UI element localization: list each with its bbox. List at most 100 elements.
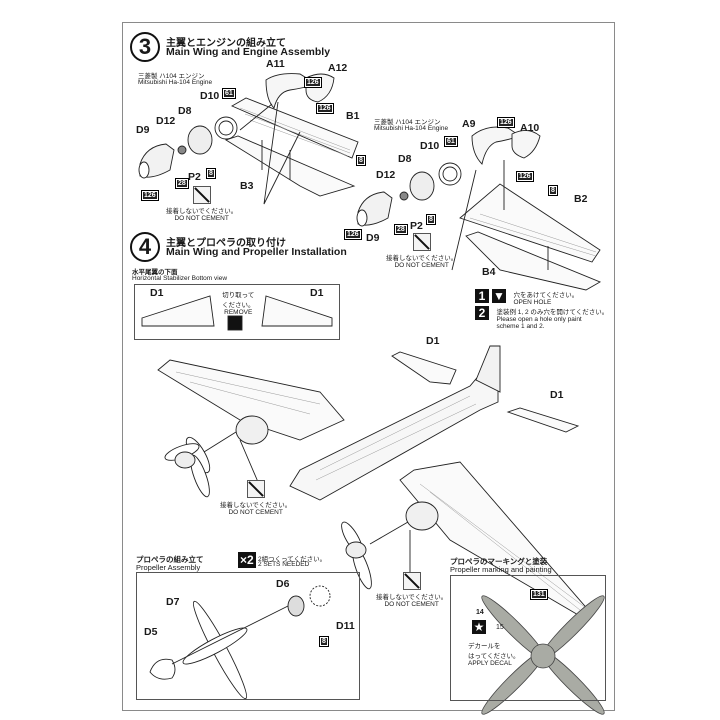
step-4-title-jp: 主翼とプロペラの取り付け (166, 238, 286, 249)
wing-b1-upper (230, 97, 359, 159)
no-cement-jp: 接着しないでください。 (166, 208, 238, 215)
nacelle-a11 (265, 73, 318, 109)
left-wing (157, 359, 345, 441)
tail-d1-upper (391, 351, 457, 385)
color-code-badge: 8 (426, 214, 436, 225)
scheme-en-1: Please open a hole only paint (496, 316, 582, 323)
part-label: D1 (426, 335, 440, 347)
scheme-en-2: scheme 1 and 2. (496, 323, 545, 330)
sets-jp: 2組つくってください。 (258, 556, 327, 563)
remove-en: REMOVE (224, 309, 253, 316)
decal-15-label: 15 (496, 624, 504, 631)
step-3-title-jp: 主翼とエンジンの組み立て (166, 38, 286, 49)
prop-marking-title-jp: プロペラのマーキングと塗装 (450, 557, 548, 566)
color-code-badge: 131 (530, 589, 548, 600)
apply-decal-note: デカールを はってください。 APPLY DECAL (468, 640, 519, 667)
color-code-badge: 61 (444, 136, 458, 147)
part-label: D12 (156, 115, 176, 127)
color-code-badge: 28 (394, 224, 408, 235)
step-3-number: 3 (130, 32, 160, 62)
part-label: D8 (398, 153, 412, 165)
no-cement-jp: 接着しないでください。 (220, 502, 292, 509)
engine-d8 (187, 125, 213, 155)
vertical-tail (475, 345, 501, 393)
engine-nacelle-right (405, 501, 439, 531)
stabilizer-left (141, 295, 215, 327)
part-label: D1 (550, 389, 564, 401)
hub-d6 (287, 595, 305, 617)
engine-d8-right (409, 171, 435, 201)
decal-jp-2: はってください。 (468, 653, 520, 660)
part-label: D9 (136, 124, 150, 136)
sets-en: 2 SETS NEEDED (258, 561, 310, 568)
propeller-left (164, 436, 211, 498)
part-label: B2 (574, 193, 588, 205)
note-number: 2 (475, 306, 489, 320)
no-cement-en: DO NOT CEMENT (228, 509, 283, 516)
decal-14-label: 14 (476, 609, 484, 616)
part-label: A12 (328, 62, 348, 74)
color-code-badge: 126 (304, 77, 322, 88)
part-label: D12 (376, 169, 396, 181)
gear-d11 (309, 585, 331, 607)
color-code-badge: 126 (316, 103, 334, 114)
color-code-badge: 8 (548, 185, 558, 196)
spinner-d5 (149, 658, 176, 680)
engine-right-label-en: Mitsubishi Ha-104 Engine (374, 125, 449, 132)
nacelle-a9 (471, 126, 522, 165)
engine-left-label-en: Mitsubishi Ha-104 Engine (138, 79, 213, 86)
open-hole-jp: 穴をあけてください。 (513, 292, 579, 299)
drill-icon: ▼ (492, 289, 506, 303)
prop-assembly-title-jp: プロペラの組み立て (136, 555, 204, 564)
no-cement-icon (246, 480, 265, 498)
part-label: D1 (310, 287, 324, 299)
note-number: 1 (475, 289, 489, 303)
engine-right-label-jp: 三菱製 ハ104 エンジン (374, 119, 441, 126)
color-code-badge: 8 (319, 636, 329, 647)
no-cement-en: DO NOT CEMENT (174, 215, 229, 222)
part-label: P2 (188, 171, 201, 183)
open-hole-en: OPEN HOLE (513, 299, 552, 306)
color-code-badge: 8 (356, 155, 366, 166)
engine-left-label-jp: 三菱製 ハ104 エンジン (138, 73, 205, 80)
color-code-badge: 61 (222, 88, 236, 99)
part-label: D7 (166, 596, 180, 608)
engine-nacelle-left (235, 415, 269, 445)
color-code-badge: 28 (175, 178, 189, 189)
color-code-badge: 126 (344, 229, 362, 240)
no-cement-note: 接着しないでください。 DO NOT CEMENT (166, 186, 237, 222)
prop-marking-box (450, 575, 606, 701)
stabilizer-right (261, 295, 333, 327)
step-4-title-en: Main Wing and Propeller Installation (166, 246, 347, 258)
color-code-badge: 126 (497, 117, 515, 128)
prop-marking-drawing (481, 595, 605, 715)
color-code-badge: 126 (141, 190, 159, 201)
decal-en: APPLY DECAL (468, 660, 512, 667)
part-label: D8 (178, 105, 192, 117)
no-cement-en: DO NOT CEMENT (394, 262, 449, 269)
color-code-badge: 126 (516, 171, 534, 182)
stabilizer-box (134, 284, 340, 340)
part-label: A9 (462, 118, 476, 130)
decal-jp-1: デカールを (468, 643, 501, 650)
no-cement-icon (402, 572, 421, 590)
nacelle-a10 (511, 130, 541, 159)
scheme-jp: 塗装例 1, 2 のみ穴を開けてください。 (496, 309, 609, 316)
stabilizer-label-jp: 水平尾翼の下面 (132, 269, 178, 276)
part-label: D5 (144, 626, 158, 638)
no-cement-note: 接着しないでください。 DO NOT CEMENT (376, 572, 447, 608)
paint-scheme-note: 2 塗装例 1, 2 のみ穴を開けてください。 Please open a ho… (475, 306, 608, 330)
color-code-badge: 8 (206, 168, 216, 179)
part-label: A11 (266, 58, 285, 70)
no-cement-jp: 接着しないでください。 (376, 594, 448, 601)
prop-assembly-box (136, 572, 360, 700)
prop-assembly-title-en: Propeller Assembly (136, 563, 201, 572)
sets-needed-badge: ×2 (238, 552, 256, 568)
step-4-number: 4 (130, 232, 160, 262)
part-label: D1 (150, 287, 164, 299)
step-3-title-en: Main Wing and Engine Assembly (166, 46, 331, 58)
remove-jp-2: ください。 (222, 302, 255, 309)
wing-b4-lower (465, 231, 602, 291)
prop-marking-title-en: Propeller marking and painting (450, 565, 552, 574)
